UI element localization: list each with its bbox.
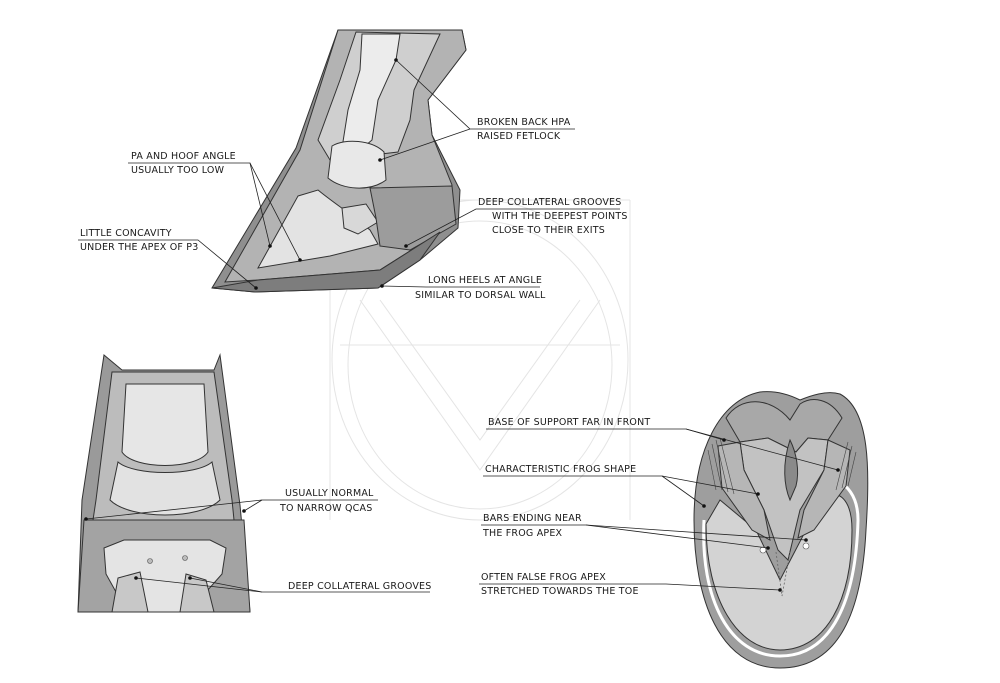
left-wall-hatch (707, 437, 735, 495)
false-frog-apex (775, 551, 791, 597)
label-long-heels: LONG HEELS AT ANGLE SIMILAR TO DORSAL WA… (380, 275, 546, 301)
label-usually-normal: USUALLY NORMAL TO NARROW QCAS (84, 488, 378, 521)
label-deep-collateral-grooves: DEEP COLLATERAL GROOVES WITH THE DEEPEST… (404, 197, 627, 248)
label-pa-hoof-angle: PA AND HOOF ANGLE USUALLY TOO LOW (128, 151, 302, 262)
navicular-bone (341, 203, 379, 235)
broken-back-hpa-line1: BROKEN BACK HPA (477, 117, 571, 128)
broken-back-hpa-line2: RAISED FETLOCK (477, 131, 561, 142)
front-view (77, 353, 251, 613)
deep-collateral-front-text: DEEP COLLATERAL GROOVES (288, 581, 431, 592)
front-pastern-bone (121, 383, 209, 466)
false-apex-line1: OFTEN FALSE FROG APEX (481, 572, 606, 583)
label-bars-ending: BARS ENDING NEAR THE FROG APEX (481, 513, 808, 550)
deep-collateral-line2: WITH THE DEEPEST POINTS (492, 211, 628, 222)
solar-view (693, 391, 869, 669)
short-pastern-bone (327, 140, 387, 189)
label-broken-back-hpa: BROKEN BACK HPA RAISED FETLOCK (378, 58, 575, 162)
little-concavity-line1: LITTLE CONCAVITY (80, 228, 172, 239)
deep-collateral-line1: DEEP COLLATERAL GROOVES (478, 197, 621, 208)
solar-sole (705, 493, 853, 651)
long-heels-line1: LONG HEELS AT ANGLE (428, 275, 542, 286)
label-deep-collateral-front: DEEP COLLATERAL GROOVES (134, 576, 431, 593)
little-concavity-line2: UNDER THE APEX OF P3 (80, 242, 198, 253)
front-short-pastern (109, 461, 221, 516)
label-false-frog-apex: OFTEN FALSE FROG APEX STRETCHED TOWARDS … (479, 572, 782, 597)
sole-dark-band (211, 231, 441, 293)
usually-normal-line1: USUALLY NORMAL (285, 488, 374, 499)
bars-ending-line1: BARS ENDING NEAR (483, 513, 582, 524)
pa-hoof-angle-line2: USUALLY TOO LOW (131, 165, 225, 176)
background-watermark (329, 199, 631, 521)
front-groove-left (111, 571, 149, 613)
frog-shape-text: CHARACTERISTIC FROG SHAPE (485, 464, 636, 475)
long-heels-line2: SIMILAR TO DORSAL WALL (415, 290, 546, 301)
label-frog-shape: CHARACTERISTIC FROG SHAPE (483, 464, 760, 508)
lateral-view (211, 29, 467, 293)
pa-hoof-angle-line1: PA AND HOOF ANGLE (131, 151, 236, 162)
frog-central-sulcus (784, 438, 799, 502)
deep-collateral-line3: CLOSE TO THEIR EXITS (492, 225, 605, 236)
usually-normal-line2: TO NARROW QCAS (279, 503, 372, 514)
label-little-concavity: LITTLE CONCAVITY UNDER THE APEX OF P3 (78, 228, 258, 290)
label-base-of-support: BASE OF SUPPORT FAR IN FRONT (486, 417, 840, 472)
white-line (702, 480, 860, 658)
bars-ending-line2: THE FROG APEX (482, 528, 563, 539)
base-support-text: BASE OF SUPPORT FAR IN FRONT (488, 417, 650, 428)
heel-bulb (369, 185, 457, 251)
right-wall-hatch (835, 441, 857, 491)
false-apex-line2: STRETCHED TOWARDS THE TOE (481, 586, 639, 597)
